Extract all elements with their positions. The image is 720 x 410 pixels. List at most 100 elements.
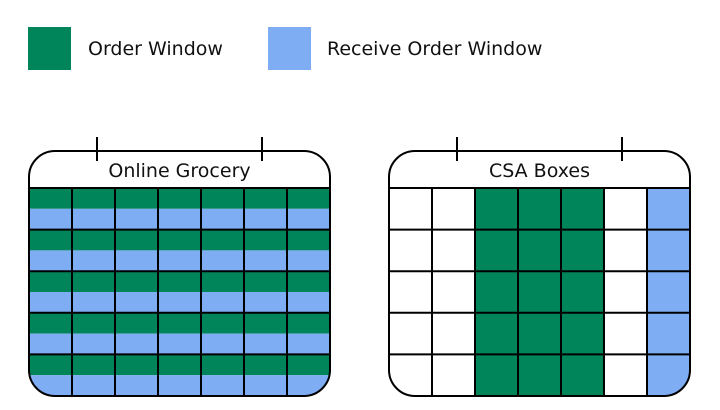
cell-receive-part: [158, 375, 201, 396]
cell-receive-part: [244, 250, 287, 272]
cell-order: [518, 312, 561, 355]
cell-receive-part: [244, 208, 287, 230]
cell-receive-part: [287, 208, 330, 230]
calendar-outline: [28, 150, 331, 397]
cell-receive-part: [72, 375, 115, 396]
cell-receive-part: [158, 208, 201, 230]
cell-receive-part: [158, 250, 201, 272]
cell-empty: [604, 271, 647, 313]
cell-receive-part: [72, 208, 115, 230]
cell-order-part: [287, 354, 330, 376]
cell-receive-part: [29, 250, 72, 272]
legend-receive-window-label: Receive Order Window: [327, 38, 543, 60]
calendar-title: Online Grocery: [108, 160, 250, 182]
cell-empty: [389, 271, 432, 313]
cell-receive-part: [201, 292, 244, 313]
cell-order-part: [72, 188, 115, 209]
cell-empty: [604, 229, 647, 272]
cell-empty: [389, 354, 432, 396]
cell-receive-part: [115, 375, 158, 396]
legend-receive-window-swatch: [268, 27, 311, 70]
cell-order-part: [115, 271, 158, 292]
cell-receive-part: [158, 292, 201, 313]
cell-order-part: [287, 229, 330, 251]
cell-order: [561, 271, 604, 313]
cell-order-part: [29, 188, 72, 209]
cell-empty: [604, 188, 647, 230]
cell-order-part: [72, 354, 115, 376]
cell-receive-part: [201, 208, 244, 230]
cell-order-part: [201, 188, 244, 209]
cell-receive-part: [158, 333, 201, 355]
cell-empty: [432, 271, 475, 313]
cell-order-part: [287, 271, 330, 292]
legend-order-window-label: Order Window: [88, 38, 223, 60]
cell-order-part: [29, 354, 72, 376]
cell-order: [561, 188, 604, 230]
calendar-outline: [388, 150, 691, 397]
cell-receive-part: [29, 208, 72, 230]
cell-order-part: [115, 312, 158, 334]
cell-receive-part: [287, 375, 330, 396]
cell-receive: [647, 229, 690, 272]
cell-receive-part: [115, 292, 158, 313]
cell-receive-part: [29, 375, 72, 396]
cell-empty: [389, 188, 432, 230]
cell-order-part: [158, 188, 201, 209]
cell-empty: [432, 354, 475, 396]
cell-order: [518, 229, 561, 272]
cell-receive-part: [244, 292, 287, 313]
cell-order-part: [158, 312, 201, 334]
cell-order: [518, 354, 561, 396]
cell-receive-part: [287, 292, 330, 313]
calendar-csa-boxes: CSA Boxes: [388, 137, 691, 397]
cell-receive-part: [201, 333, 244, 355]
cell-receive-part: [287, 250, 330, 272]
cell-receive-part: [72, 292, 115, 313]
cell-order-part: [158, 229, 201, 251]
cell-order-part: [115, 229, 158, 251]
cell-empty: [432, 188, 475, 230]
cell-order: [518, 271, 561, 313]
cell-order: [561, 312, 604, 355]
cell-order: [475, 188, 518, 230]
cell-receive-part: [201, 375, 244, 396]
cell-order: [475, 354, 518, 396]
cell-order-part: [287, 312, 330, 334]
cell-empty: [604, 354, 647, 396]
cell-receive: [647, 271, 690, 313]
cell-order-part: [244, 354, 287, 376]
cell-receive-part: [115, 333, 158, 355]
cell-order: [475, 271, 518, 313]
calendar-online-grocery: Online Grocery: [28, 137, 331, 397]
cell-receive-part: [29, 333, 72, 355]
cell-receive-part: [115, 250, 158, 272]
calendar-title: CSA Boxes: [489, 160, 590, 182]
cell-receive-part: [244, 333, 287, 355]
cell-receive-part: [287, 333, 330, 355]
cell-empty: [432, 312, 475, 355]
cell-order-part: [158, 271, 201, 292]
cell-order-part: [201, 271, 244, 292]
cell-receive: [647, 312, 690, 355]
cell-order-part: [201, 312, 244, 334]
cell-empty: [604, 312, 647, 355]
cell-order-part: [244, 188, 287, 209]
cell-order: [475, 229, 518, 272]
cell-receive-part: [201, 250, 244, 272]
cell-empty: [389, 312, 432, 355]
cell-order-part: [115, 354, 158, 376]
cell-empty: [389, 229, 432, 272]
cell-order-part: [72, 271, 115, 292]
calendar-grid: [29, 187, 330, 396]
cell-order-part: [201, 229, 244, 251]
cell-order-part: [29, 229, 72, 251]
cell-order-part: [115, 188, 158, 209]
cell-order-part: [287, 188, 330, 209]
cell-receive: [647, 188, 690, 230]
cell-order-part: [72, 229, 115, 251]
cell-receive: [647, 354, 690, 396]
cell-order-part: [244, 271, 287, 292]
